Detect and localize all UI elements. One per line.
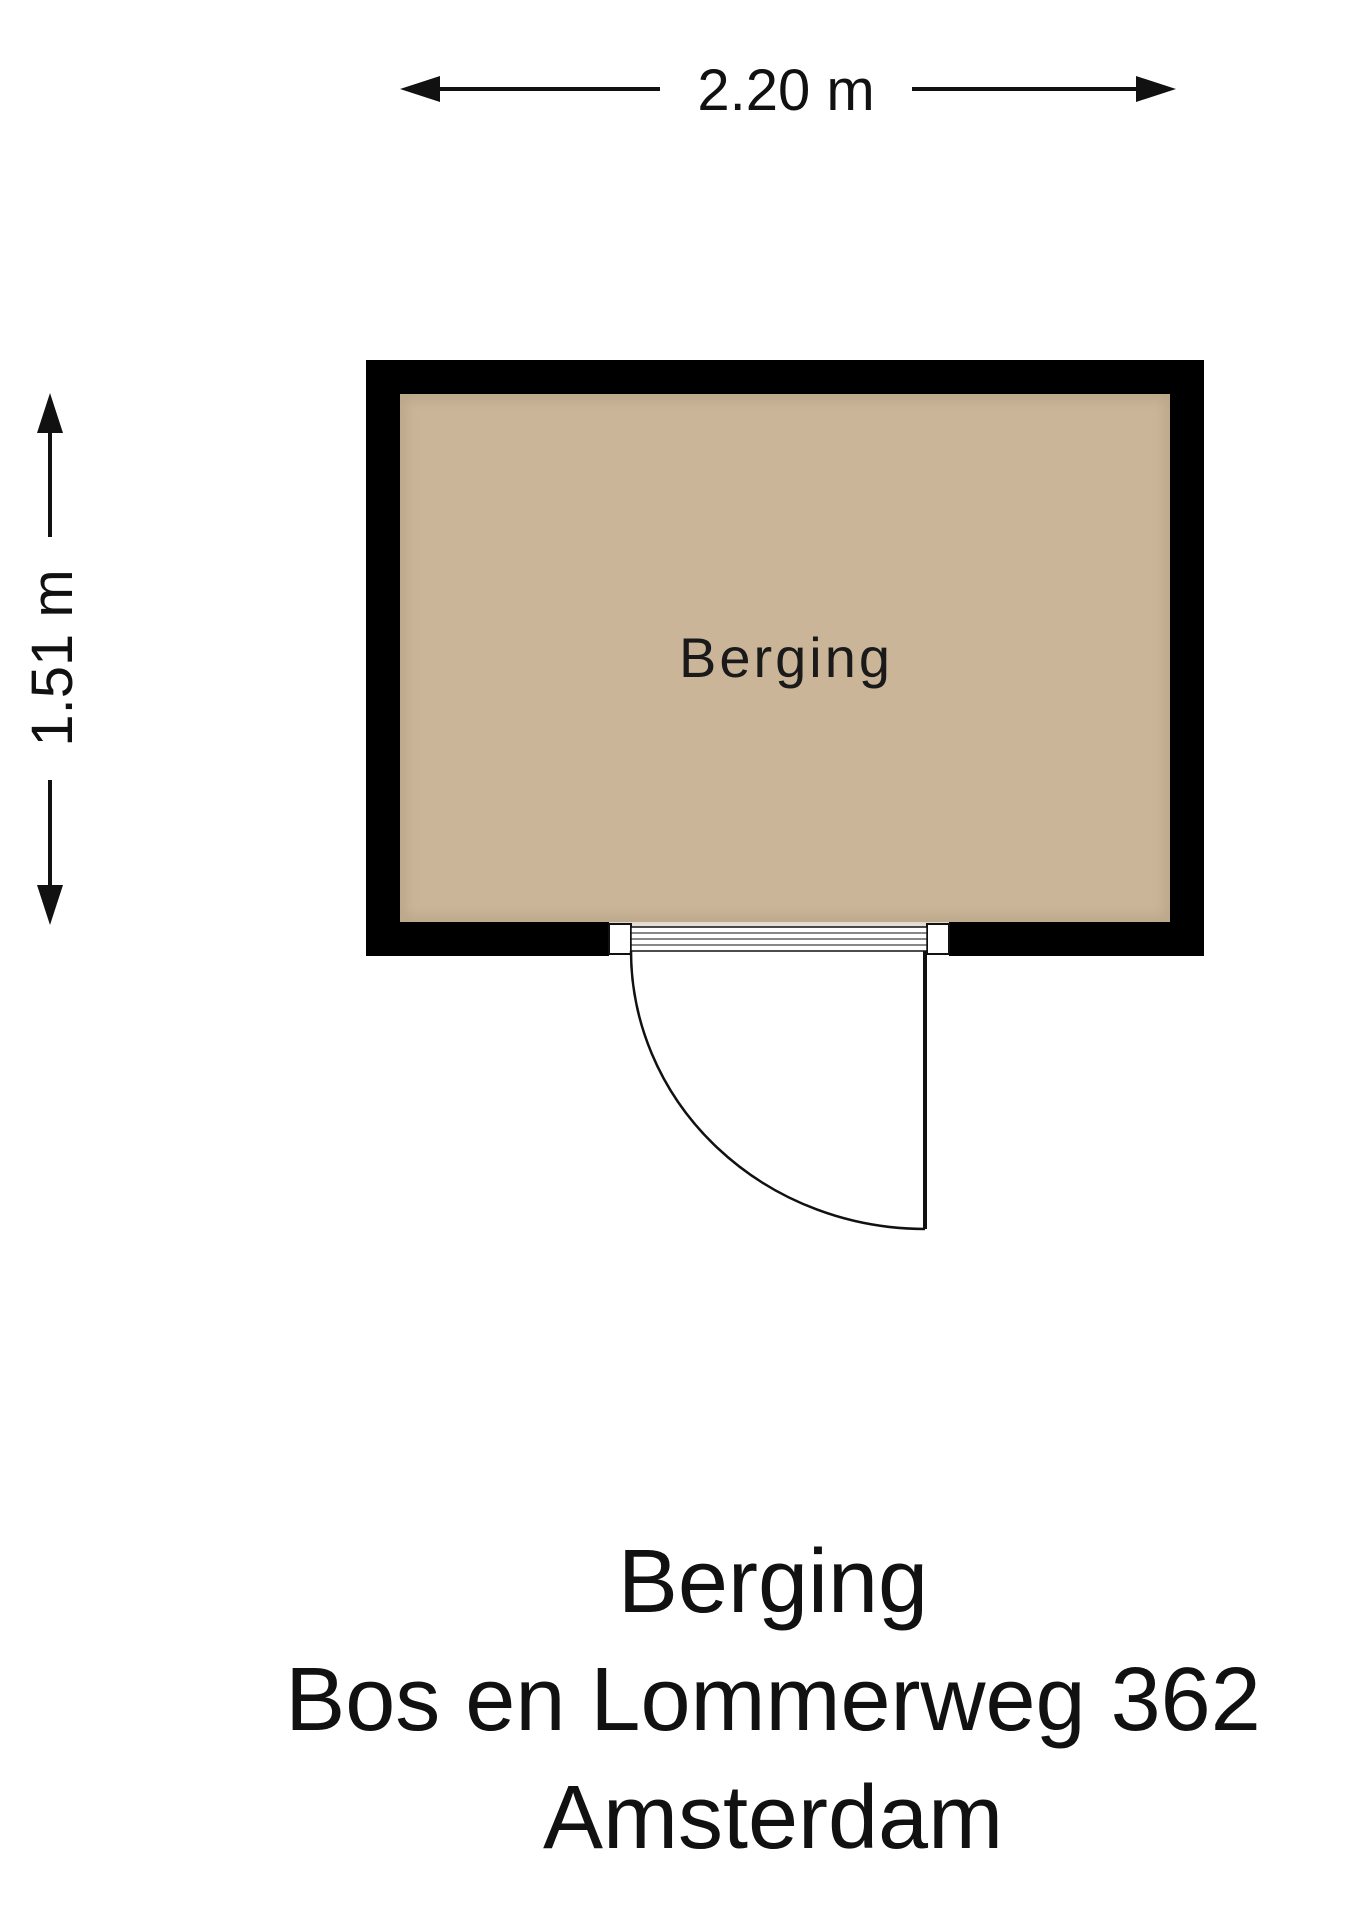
caption-title: Berging [617,1532,929,1632]
height-dimension: 1.51 m [20,393,85,925]
door-frame-right [926,923,950,955]
room-floor [400,394,1170,922]
width-dimension-label: 2.20 m [697,58,874,123]
wall-top [366,360,1204,394]
door-frame-left [608,923,632,955]
door [608,923,950,1231]
arrow-left-icon [400,76,440,102]
wall-bottom-right [949,922,1204,956]
width-dimension: 2.20 m [400,58,1176,123]
height-dimension-label: 1.51 m [20,569,85,746]
door-leaf [923,951,927,1229]
arrow-down-icon [37,885,63,925]
arrow-up-icon [37,393,63,433]
arrow-right-icon [1136,76,1176,102]
room: Berging [366,360,1204,956]
caption-city: Amsterdam [542,1768,1004,1868]
wall-left [366,360,400,956]
wall-bottom-left [366,922,609,956]
caption-address: Bos en Lommerweg 362 [285,1650,1261,1750]
room-label: Berging [679,626,893,689]
wall-right [1170,360,1204,956]
door-swing-arc [629,950,926,1231]
